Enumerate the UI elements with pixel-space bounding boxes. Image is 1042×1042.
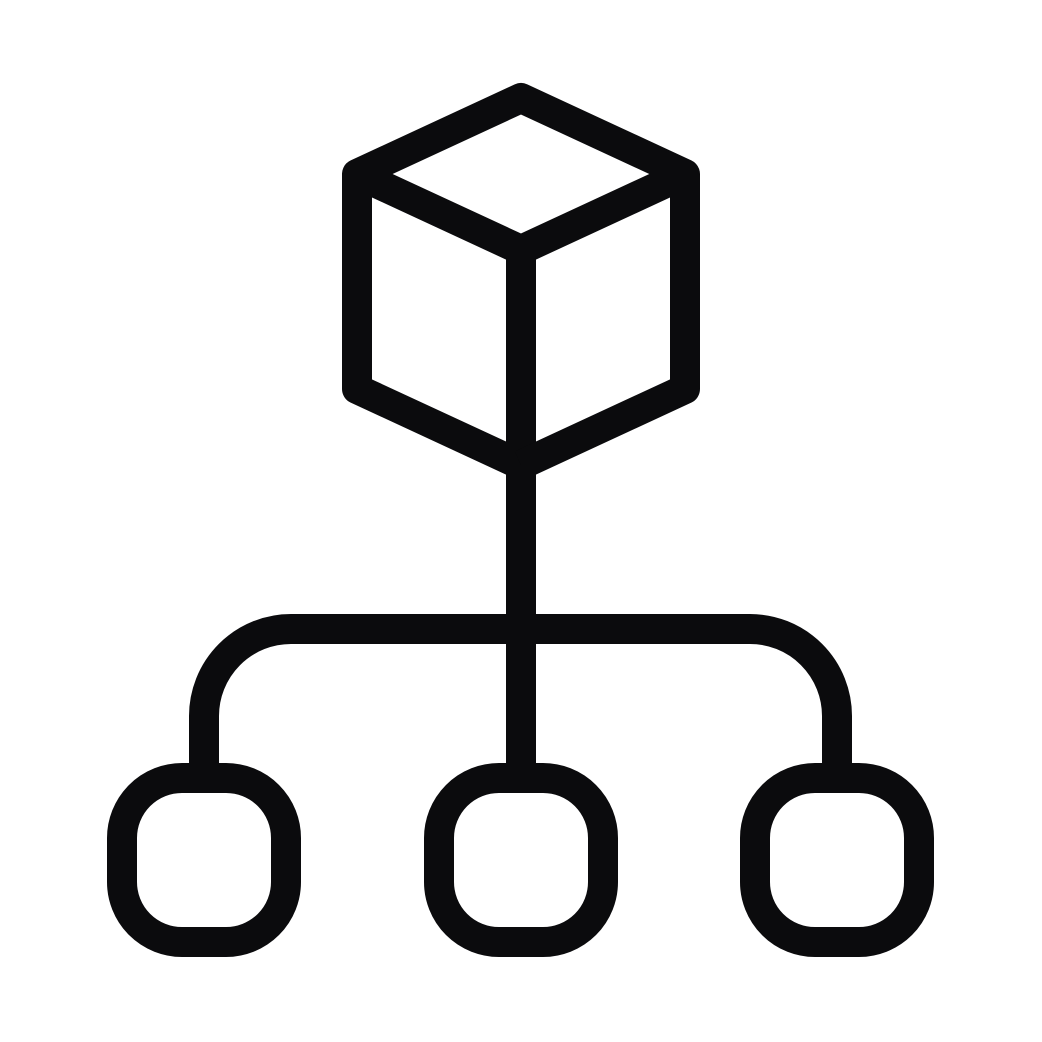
cube-left-face — [342, 174, 536, 480]
branch-left-line — [189, 614, 521, 778]
left-node — [107, 763, 301, 957]
cube-right-face — [514, 174, 700, 479]
center-node — [424, 763, 618, 957]
cube-icon — [342, 83, 700, 480]
cube-top-face — [342, 83, 700, 265]
right-node — [740, 763, 934, 957]
child-nodes — [107, 763, 934, 957]
branch-right-line — [521, 614, 852, 778]
connector-lines — [189, 465, 852, 778]
